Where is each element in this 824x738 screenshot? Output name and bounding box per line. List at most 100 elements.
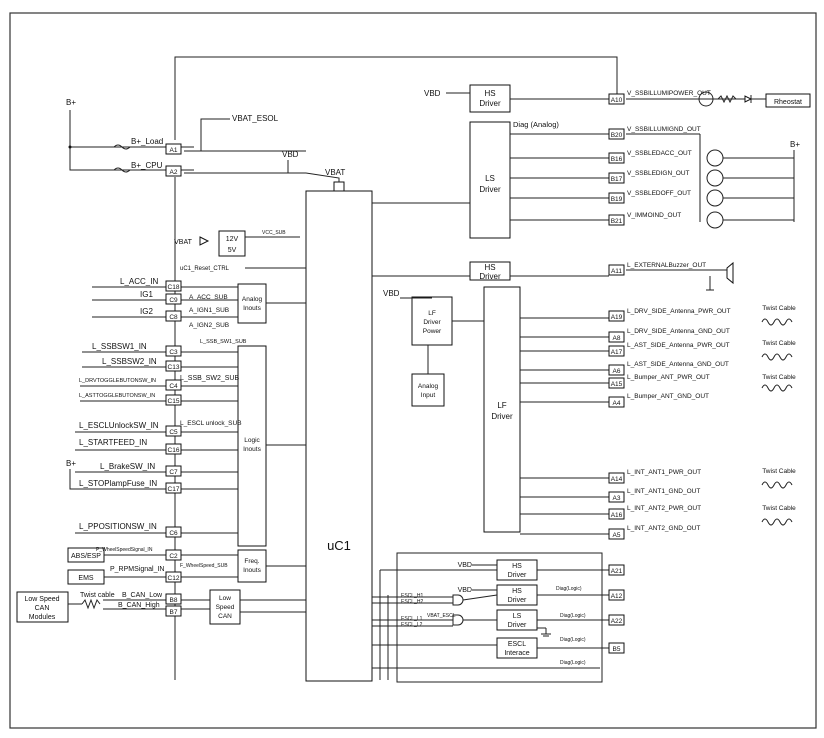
pin-c2 — [165, 549, 182, 561]
output-label: V_SSBLEDIGN_OUT — [627, 170, 690, 177]
led-loads — [706, 149, 724, 229]
svg-text:Inouts: Inouts — [243, 567, 261, 574]
pin-a22 — [608, 614, 625, 626]
pin-a21-label: A21 — [611, 568, 623, 575]
pin-c18-label: C18 — [168, 284, 180, 291]
hs-driver-2 — [469, 261, 511, 281]
pin-b17 — [608, 172, 625, 184]
pin-a16 — [608, 508, 625, 520]
svg-text:uC1_Reset_CTRL: uC1_Reset_CTRL — [180, 266, 230, 272]
resistor — [717, 94, 737, 104]
svg-text:LS: LS — [485, 174, 495, 183]
pin-c4 — [165, 379, 182, 391]
svg-text:Driver: Driver — [479, 272, 501, 281]
lf-driver-power — [411, 296, 453, 346]
pin-a11-label: A11 — [611, 268, 622, 275]
pin-a17 — [608, 345, 625, 357]
svg-text:A_IGN1_SUB: A_IGN1_SUB — [189, 307, 229, 314]
pin-b7-label: B7 — [170, 609, 178, 616]
output-label: L_DRV_SIDE_Antenna_PWR_OUT — [627, 308, 731, 315]
svg-text:B_CAN_Low: B_CAN_Low — [122, 592, 163, 599]
svg-text:VCC_SUB: VCC_SUB — [262, 230, 286, 236]
pin-c2-label: C2 — [169, 553, 178, 560]
output-label: L_INT_ANT1_PWR_OUT — [627, 469, 701, 476]
svg-text:Inouts: Inouts — [243, 305, 261, 312]
svg-text:HS: HS — [512, 588, 522, 595]
regulator-block — [218, 230, 246, 257]
pin-a21 — [608, 564, 625, 576]
output-labels: V_SSBILLUMIPOWER_OUTV_SSBILLUMIGND_OUTV_… — [627, 90, 731, 532]
svg-text:LF: LF — [497, 401, 506, 410]
svg-text:IG1: IG1 — [140, 290, 153, 299]
pin-c18 — [165, 280, 182, 292]
pin-b5-label: B5 — [613, 646, 621, 653]
output-label: L_INT_ANT2_GND_OUT — [627, 525, 700, 532]
svg-text:CAN: CAN — [35, 605, 50, 612]
pin-c16-label: C16 — [168, 447, 180, 454]
pin-a10-label: A10 — [611, 97, 623, 104]
uc1-label: uC1 — [327, 538, 351, 553]
output-label: L_AST_SIDE_Antenna_GND_OUT — [627, 361, 729, 368]
pin-b16-label: B16 — [611, 156, 623, 163]
pin-c5-label: C5 — [169, 429, 178, 436]
hs-driver-1 — [469, 84, 511, 113]
svg-text:ESCL: ESCL — [508, 641, 526, 648]
pin-b20 — [608, 128, 625, 140]
output-label: L_INT_ANT2_PWR_OUT — [627, 505, 701, 512]
pin-a3 — [608, 491, 625, 503]
svg-text:B+_Load: B+_Load — [131, 137, 163, 146]
svg-text:Driver: Driver — [479, 99, 501, 108]
fuse-load — [113, 144, 131, 150]
svg-text:B+: B+ — [66, 98, 76, 107]
pin-a8 — [608, 331, 625, 343]
pin-a15 — [608, 377, 625, 389]
svg-text:VBAT_ESCL: VBAT_ESCL — [427, 613, 456, 619]
svg-text:F_WheelSpeed_SUB: F_WheelSpeed_SUB — [180, 563, 228, 569]
svg-text:L_ESCL unlock_SUB: L_ESCL unlock_SUB — [180, 420, 242, 427]
svg-text:Analog: Analog — [418, 383, 439, 390]
pin-a1 — [165, 143, 182, 155]
pin-c7 — [165, 465, 182, 477]
logic-inputs-block — [237, 345, 267, 547]
pin-c12 — [165, 571, 182, 583]
svg-text:Modules: Modules — [29, 614, 56, 621]
pin-a14 — [608, 472, 625, 484]
svg-text:LS: LS — [513, 613, 522, 620]
svg-text:ESCL_H1: ESCL_H1 — [401, 593, 423, 599]
pin-a19-label: A19 — [611, 314, 623, 321]
pin-a8-label: A8 — [613, 335, 621, 342]
pin-a12-label: A12 — [611, 593, 623, 600]
svg-text:A_IGN2_SUB: A_IGN2_SUB — [189, 322, 229, 329]
svg-text:Speed: Speed — [216, 604, 235, 611]
svg-text:L_SSB_SW2_SUB: L_SSB_SW2_SUB — [180, 375, 239, 382]
svg-text:L_STARTFEED_IN: L_STARTFEED_IN — [79, 438, 147, 447]
svg-text:VBD: VBD — [458, 587, 472, 594]
svg-text:Driver: Driver — [508, 572, 527, 579]
svg-text:VBAT: VBAT — [325, 168, 345, 177]
output-label: L_Bumper_ANT_PWR_OUT — [627, 374, 710, 381]
lf-driver — [483, 286, 521, 533]
svg-text:B+: B+ — [790, 140, 800, 149]
svg-text:Freq.: Freq. — [244, 558, 259, 565]
svg-text:EMS: EMS — [78, 575, 94, 582]
pin-a4 — [608, 396, 625, 408]
svg-text:L_ESCLUnlockSW_IN: L_ESCLUnlockSW_IN — [79, 421, 159, 430]
svg-text:L_SSBSW2_IN: L_SSBSW2_IN — [102, 357, 157, 366]
pin-b7 — [165, 605, 182, 617]
pin-c4-label: C4 — [169, 383, 178, 390]
output-label: L_INT_ANT1_GND_OUT — [627, 488, 700, 495]
pin-a22-label: A22 — [611, 618, 623, 625]
pin-c6-label: C6 — [169, 530, 178, 537]
svg-text:Inouts: Inouts — [243, 446, 261, 453]
right-connector-pins: A10B20B16B17B19B21A11A19A8A17A6A15A4A14A… — [608, 93, 625, 654]
pin-b20-label: B20 — [611, 132, 623, 139]
svg-text:Low: Low — [219, 595, 231, 602]
svg-text:L_ASTTOGGLEBUTONSW_IN: L_ASTTOGGLEBUTONSW_IN — [79, 393, 155, 399]
pin-a5 — [608, 528, 625, 540]
pin-b16 — [608, 152, 625, 164]
pin-a14-label: A14 — [611, 476, 623, 483]
pin-a2 — [165, 165, 182, 177]
svg-text:L_PPOSITIONSW_IN: L_PPOSITIONSW_IN — [79, 522, 157, 531]
pin-c17-label: C17 — [168, 486, 180, 493]
svg-text:Diag(Logic): Diag(Logic) — [560, 613, 586, 619]
